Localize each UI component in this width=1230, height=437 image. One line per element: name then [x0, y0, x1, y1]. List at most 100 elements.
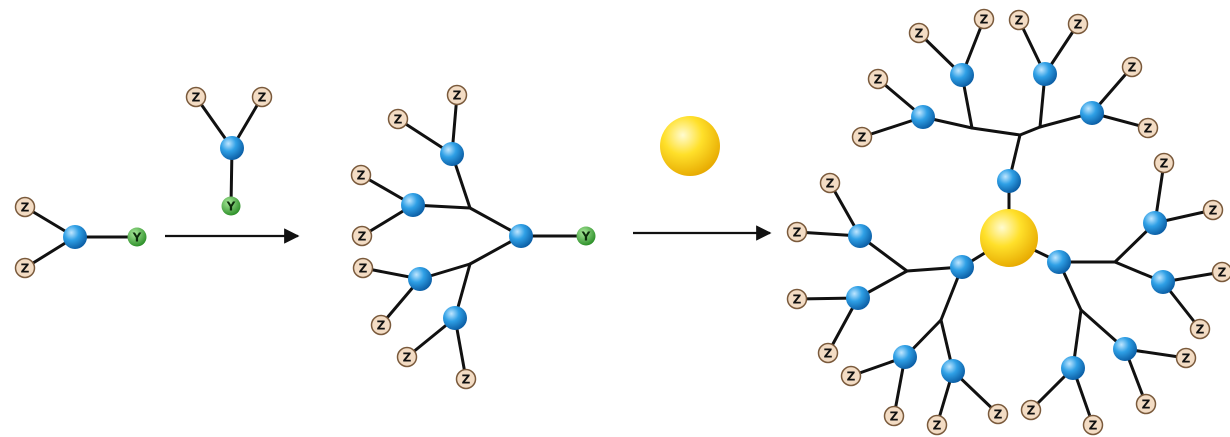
focal-group-y: Y — [127, 227, 147, 247]
terminal-group-z: Z — [817, 342, 839, 364]
terminal-label: Z — [21, 201, 30, 215]
bond-line — [970, 126, 1022, 137]
branch-node — [846, 286, 870, 310]
terminal-group-z: Z — [883, 405, 905, 427]
branch-node — [941, 359, 965, 383]
terminal-group-z: Z — [1153, 152, 1175, 174]
terminal-group-z: Z — [1067, 13, 1089, 35]
terminal-group-z: Z — [908, 22, 930, 44]
branch-node — [893, 345, 917, 369]
focal-label: Y — [581, 230, 591, 244]
terminal-group-z: Z — [1202, 199, 1224, 221]
terminal-group-z: Z — [1137, 117, 1159, 139]
branch-node — [1143, 211, 1167, 235]
terminal-label: Z — [793, 293, 802, 307]
branch-node — [1080, 101, 1104, 125]
terminal-label: Z — [1218, 266, 1227, 280]
branch-node — [911, 105, 935, 129]
terminal-label: Z — [357, 169, 366, 183]
terminal-label: Z — [858, 131, 867, 145]
terminal-label: Z — [793, 226, 802, 240]
terminal-label: Z — [1209, 204, 1218, 218]
terminal-label: Z — [1196, 323, 1205, 337]
terminal-group-z: Z — [786, 221, 808, 243]
terminal-group-z: Z — [387, 108, 409, 130]
terminal-group-z: Z — [14, 196, 36, 218]
branch-node — [63, 225, 87, 249]
branch-node — [509, 224, 533, 248]
terminal-group-z: Z — [851, 126, 873, 148]
terminal-label: Z — [359, 262, 368, 276]
branch-node — [950, 255, 974, 279]
terminal-group-z: Z — [926, 414, 948, 436]
terminal-label: Z — [874, 73, 883, 87]
terminal-label: Z — [994, 408, 1003, 422]
focal-label: Y — [132, 231, 142, 245]
branch-node — [401, 193, 425, 217]
terminal-label: Z — [890, 410, 899, 424]
branch-node — [1061, 356, 1085, 380]
branch-node — [1033, 62, 1057, 86]
branch-node — [1047, 250, 1071, 274]
terminal-group-z: Z — [351, 225, 373, 247]
terminal-label: Z — [847, 370, 856, 384]
terminal-label: Z — [824, 347, 833, 361]
terminal-group-z: Z — [786, 288, 808, 310]
terminal-label: Z — [192, 91, 201, 105]
branch-node — [220, 136, 244, 160]
focal-group-y: Y — [576, 226, 596, 246]
terminal-group-z: Z — [185, 86, 207, 108]
terminal-group-z: Z — [251, 86, 273, 108]
terminal-group-z: Z — [1211, 261, 1230, 283]
terminal-label: Z — [1160, 157, 1169, 171]
terminal-label: Z — [1144, 122, 1153, 136]
branch-node — [443, 306, 467, 330]
terminal-group-z: Z — [1175, 347, 1197, 369]
branch-node — [1151, 270, 1175, 294]
terminal-group-z: Z — [973, 8, 995, 30]
terminal-group-z: Z — [987, 403, 1009, 425]
terminal-label: Z — [933, 419, 942, 433]
terminal-group-z: Z — [396, 346, 418, 368]
terminal-label: Z — [826, 177, 835, 191]
branch-node — [1113, 337, 1137, 361]
terminal-label: Z — [1074, 18, 1083, 32]
terminal-group-z: Z — [446, 84, 468, 106]
terminal-group-z: Z — [1008, 9, 1030, 31]
terminal-group-z: Z — [352, 257, 374, 279]
terminal-label: Z — [980, 13, 989, 27]
terminal-group-z: Z — [819, 172, 841, 194]
terminal-label: Z — [915, 27, 924, 41]
branch-node — [848, 224, 872, 248]
terminal-group-z: Z — [1020, 399, 1042, 421]
terminal-group-z: Z — [1189, 318, 1211, 340]
bond-line — [1018, 125, 1042, 137]
branch-node — [408, 267, 432, 291]
terminal-label: Z — [1089, 419, 1098, 433]
terminal-label: Z — [1027, 404, 1036, 418]
terminal-label: Z — [1015, 14, 1024, 28]
terminal-label: Z — [403, 351, 412, 365]
terminal-label: Z — [377, 319, 386, 333]
terminal-label: Z — [1142, 398, 1151, 412]
terminal-group-z: Z — [455, 368, 477, 390]
branch-node — [997, 169, 1021, 193]
terminal-label: Z — [394, 113, 403, 127]
terminal-label: Z — [462, 373, 471, 387]
terminal-label: Z — [258, 91, 267, 105]
terminal-group-z: Z — [350, 164, 372, 186]
branch-node — [440, 142, 464, 166]
terminal-label: Z — [1182, 352, 1191, 366]
terminal-label: Z — [1128, 61, 1137, 75]
terminal-group-z: Z — [1082, 414, 1104, 436]
terminal-label: Z — [453, 89, 462, 103]
terminal-group-z: Z — [14, 257, 36, 279]
terminal-label: Z — [21, 262, 30, 276]
terminal-group-z: Z — [840, 365, 862, 387]
dendrimer-core — [980, 209, 1038, 267]
terminal-group-z: Z — [370, 314, 392, 336]
terminal-label: Z — [358, 230, 367, 244]
branch-node — [950, 63, 974, 87]
terminal-group-z: Z — [1121, 56, 1143, 78]
